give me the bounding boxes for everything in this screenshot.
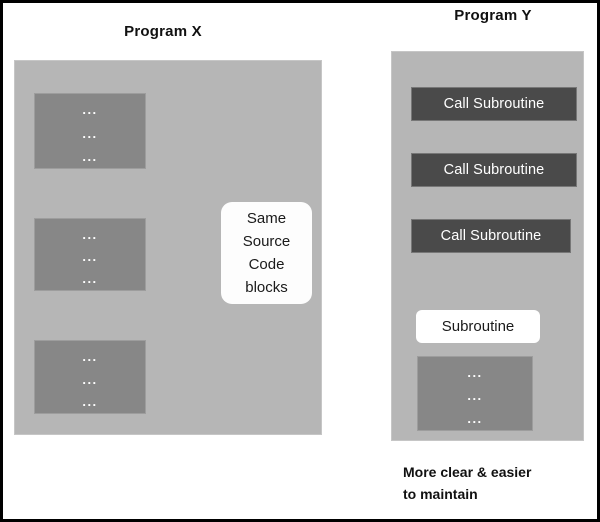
- code-dots: ...: [82, 102, 98, 117]
- code-dots: ...: [82, 349, 98, 364]
- caption-line-1: More clear & easier: [403, 464, 532, 480]
- code-dots: ...: [82, 394, 98, 409]
- code-dots: ...: [467, 388, 483, 403]
- callout-line-2: Source: [242, 232, 291, 250]
- code-dots: ...: [82, 371, 98, 387]
- caption-line-2: to maintain: [403, 485, 478, 502]
- code-dots: ...: [82, 249, 98, 264]
- code-dots: ...: [82, 271, 98, 286]
- callout-line-1: Same: [246, 209, 287, 227]
- call-subroutine-bar: Call Subroutine: [411, 153, 577, 187]
- program-y-caption: More clear & easier to maintain: [403, 462, 593, 505]
- code-block: ... ... ...: [34, 340, 146, 414]
- call-subroutine-bar: Call Subroutine: [411, 219, 571, 253]
- same-source-code-callout: Same Source Code blocks: [221, 202, 312, 304]
- code-dots: ...: [82, 125, 98, 141]
- code-dots: ...: [82, 149, 98, 164]
- program-y-title: Program Y: [454, 7, 532, 24]
- code-block: ... ... ...: [34, 93, 146, 169]
- code-block: ... ... ...: [34, 218, 146, 291]
- callout-line-3: Code: [248, 256, 285, 273]
- subroutine-label-box: Subroutine: [416, 310, 540, 343]
- code-dots: ...: [467, 365, 483, 380]
- program-x-title: Program X: [124, 23, 202, 40]
- callout-line-4: blocks: [245, 279, 288, 297]
- subroutine-code-block: ... ... ...: [417, 356, 533, 431]
- code-dots: ...: [467, 411, 483, 426]
- code-dots: ...: [82, 227, 98, 242]
- call-subroutine-bar: Call Subroutine: [411, 87, 577, 121]
